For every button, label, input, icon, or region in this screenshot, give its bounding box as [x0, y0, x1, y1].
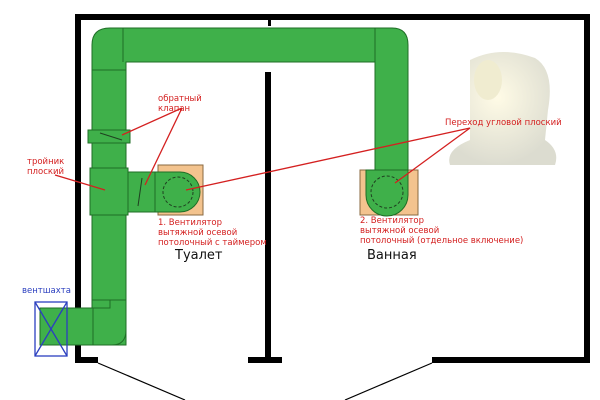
- fan2-label: 2. Вентилятор вытяжной осевой потолочный…: [360, 216, 523, 246]
- label-line: тройник: [27, 157, 65, 167]
- ventshaft-symbol: [34, 301, 68, 357]
- label-line: вытяжной осевой: [158, 228, 238, 238]
- ventshaft-label: вентшахта: [22, 286, 71, 296]
- fan1-label: 1. Вентилятор вытяжной осевой потолочный…: [158, 218, 267, 248]
- label-line: 1. Вентилятор: [158, 218, 222, 228]
- tee: [89, 167, 129, 216]
- fan2-elbow: [365, 169, 409, 217]
- room-toilet: Туалет: [175, 248, 223, 263]
- label-line: клапан: [158, 104, 191, 114]
- walls: [75, 14, 590, 363]
- elbow-label: Переход угловой плоский: [445, 118, 562, 128]
- tee-label: тройник плоский: [27, 157, 64, 177]
- bottom-elbow: [39, 299, 127, 346]
- label-line: плоский: [27, 167, 65, 177]
- label-line: обратный: [158, 94, 202, 104]
- label-line: потолочный с таймером: [158, 238, 267, 248]
- check-valve-1: [87, 129, 131, 144]
- fan-photo: [449, 51, 557, 165]
- label-line: 2. Вентилятор: [360, 216, 424, 226]
- label-line: потолочный (отдельное включение): [360, 236, 524, 246]
- annotation-arrows: [54, 107, 471, 191]
- door-lines: [97, 362, 433, 400]
- label-line: вытяжной осевой: [360, 226, 440, 236]
- room-bathroom: Ванная: [367, 248, 417, 263]
- check-valve-label: обратный клапан: [158, 94, 202, 114]
